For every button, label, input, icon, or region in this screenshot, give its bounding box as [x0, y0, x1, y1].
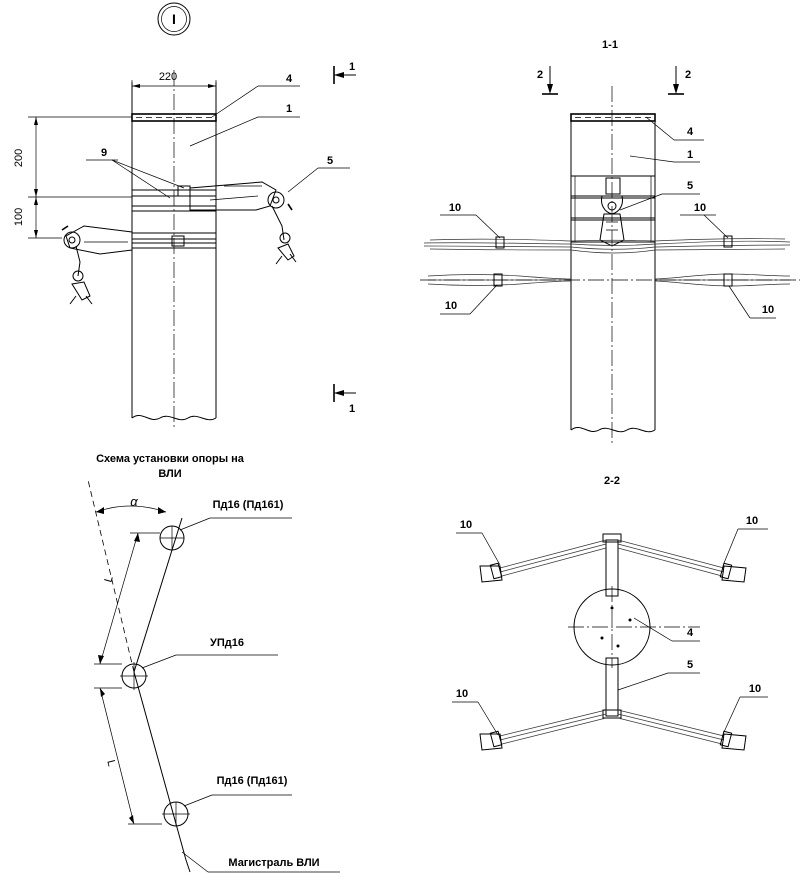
view-marker: I: [157, 2, 191, 36]
cables-lower: [420, 273, 800, 287]
label-support-bottom: Пд16 (Пд161): [217, 775, 288, 787]
hook-assembly: [599, 177, 625, 247]
span-dim-bottom: L: [94, 687, 162, 825]
callout-5-s1: 5: [687, 180, 693, 192]
callout-5: 5: [327, 155, 333, 167]
dim-100-label: 100: [13, 208, 25, 226]
callout-1-s1: 1: [687, 149, 693, 161]
cut-mark-2: 2 2: [537, 66, 691, 95]
cut-2-right-label: 2: [685, 69, 691, 81]
callout-10-g: 10: [456, 688, 468, 700]
pole-section: [570, 86, 656, 446]
callouts-section-1-1: 4 1 5 10 10 10 10: [440, 116, 776, 319]
wires-upper: [479, 539, 747, 583]
callout-10-f: 10: [746, 515, 758, 527]
callout-1: 1: [286, 103, 292, 115]
span-l-bottom: L: [104, 759, 117, 768]
scheme-title-line1: Схема установки опоры на: [96, 453, 245, 465]
callout-10-c: 10: [445, 300, 457, 312]
label-mainline: Магистраль ВЛИ: [228, 857, 319, 869]
pole-side: [131, 70, 217, 430]
callout-10-d: 10: [762, 304, 774, 316]
bracket-left: [61, 225, 133, 305]
callout-4-s2: 4: [687, 627, 694, 639]
mainline-path: [133, 517, 187, 861]
rails: [602, 533, 622, 719]
callout-10-e: 10: [460, 519, 472, 531]
cut-2-left-label: 2: [537, 69, 543, 81]
section-1-1-title: 1-1: [602, 39, 618, 51]
callout-4: 4: [286, 73, 293, 85]
section-2-2-title: 2-2: [604, 475, 620, 487]
installation-scheme: Схема установки опоры на ВЛИ α L: [87, 453, 340, 873]
cables-upper: [423, 235, 791, 254]
view-i: I: [13, 2, 356, 430]
view-marker-label: I: [172, 11, 176, 27]
span-dim-top: L: [94, 532, 160, 665]
cut-mark-1: 1 1: [333, 61, 356, 415]
label-support-mid: УПд16: [210, 637, 244, 649]
callout-10-h: 10: [749, 683, 761, 695]
scheme-title-line2: ВЛИ: [158, 468, 181, 480]
extension-line: [87, 479, 135, 673]
callouts-view-i: 4 1 5 9: [86, 73, 350, 199]
wires-lower: [479, 709, 747, 751]
cut-1-top-label: 1: [349, 61, 355, 73]
callout-5-s2: 5: [687, 659, 693, 671]
callout-10-a: 10: [449, 202, 461, 214]
dim-vertical: 200 100: [13, 116, 132, 239]
span-l-top: L: [103, 575, 116, 584]
bracket-right: [189, 181, 297, 265]
dim-220: 220: [131, 71, 217, 108]
section-1-1: 1-1 2 2: [420, 39, 800, 446]
angle-alpha: α: [130, 494, 138, 509]
callouts-section-2-2: 10 10 4 5 10 10: [452, 515, 768, 736]
callout-10-b: 10: [694, 202, 706, 214]
callout-9: 9: [101, 147, 107, 159]
cut-1-bottom-label: 1: [349, 403, 355, 415]
callout-4-s1: 4: [687, 126, 694, 138]
label-support-top: Пд16 (Пд161): [213, 499, 284, 511]
dim-220-label: 220: [159, 71, 177, 83]
dim-200-label: 200: [13, 149, 25, 167]
section-2-2: 2-2: [452, 475, 768, 751]
